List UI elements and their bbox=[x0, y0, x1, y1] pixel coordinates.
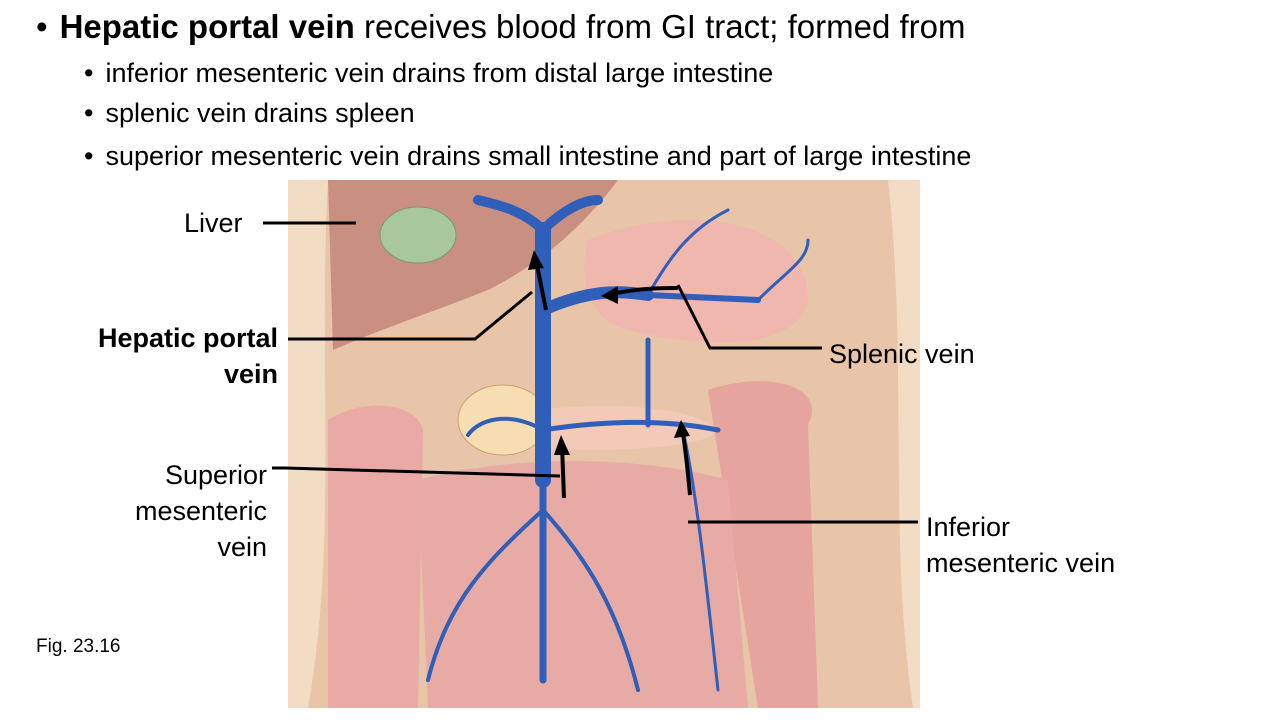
bullet-dot: • bbox=[84, 98, 94, 128]
label-superior-mesenteric-vein: Superior mesenteric vein bbox=[135, 457, 267, 565]
sub-bullet-superior: • superior mesenteric vein drains small i… bbox=[84, 141, 971, 172]
label-hepatic-portal-vein: Hepatic portal vein bbox=[98, 320, 278, 392]
sub-bullet-text: superior mesenteric vein drains small in… bbox=[105, 141, 972, 171]
sub-bullet-text: splenic vein drains spleen bbox=[105, 98, 415, 128]
anatomy-illustration bbox=[288, 180, 920, 708]
bullet-text: receives blood from GI tract; formed fro… bbox=[354, 8, 966, 45]
bullet-dot: • bbox=[36, 8, 48, 45]
label-liver: Liver bbox=[184, 208, 243, 238]
label-line: vein bbox=[217, 532, 267, 562]
bullet-title: Hepatic portal vein bbox=[59, 8, 355, 45]
label-line: vein bbox=[223, 359, 278, 389]
main-bullet: • Hepatic portal vein receives blood from… bbox=[36, 8, 966, 46]
sub-bullet-text: inferior mesenteric vein drains from dis… bbox=[105, 58, 774, 88]
gallbladder-shape bbox=[379, 206, 457, 264]
bullet-dot: • bbox=[84, 141, 94, 171]
sub-bullet-inferior: • inferior mesenteric vein drains from di… bbox=[84, 58, 773, 89]
figure-reference: Fig. 23.16 bbox=[36, 636, 121, 657]
label-inferior-mesenteric-vein: Inferior mesenteric vein bbox=[926, 509, 1115, 581]
bullet-dot: • bbox=[84, 58, 94, 88]
label-line: mesenteric vein bbox=[926, 548, 1116, 578]
label-line: Hepatic portal bbox=[97, 323, 278, 353]
label-line: Inferior bbox=[926, 512, 1011, 542]
label-line: Superior bbox=[164, 460, 267, 490]
sub-bullet-splenic: • splenic vein drains spleen bbox=[84, 98, 415, 129]
stomach-shape bbox=[584, 220, 808, 343]
label-line: mesenteric bbox=[134, 496, 267, 526]
label-splenic-vein: Splenic vein bbox=[829, 339, 975, 369]
